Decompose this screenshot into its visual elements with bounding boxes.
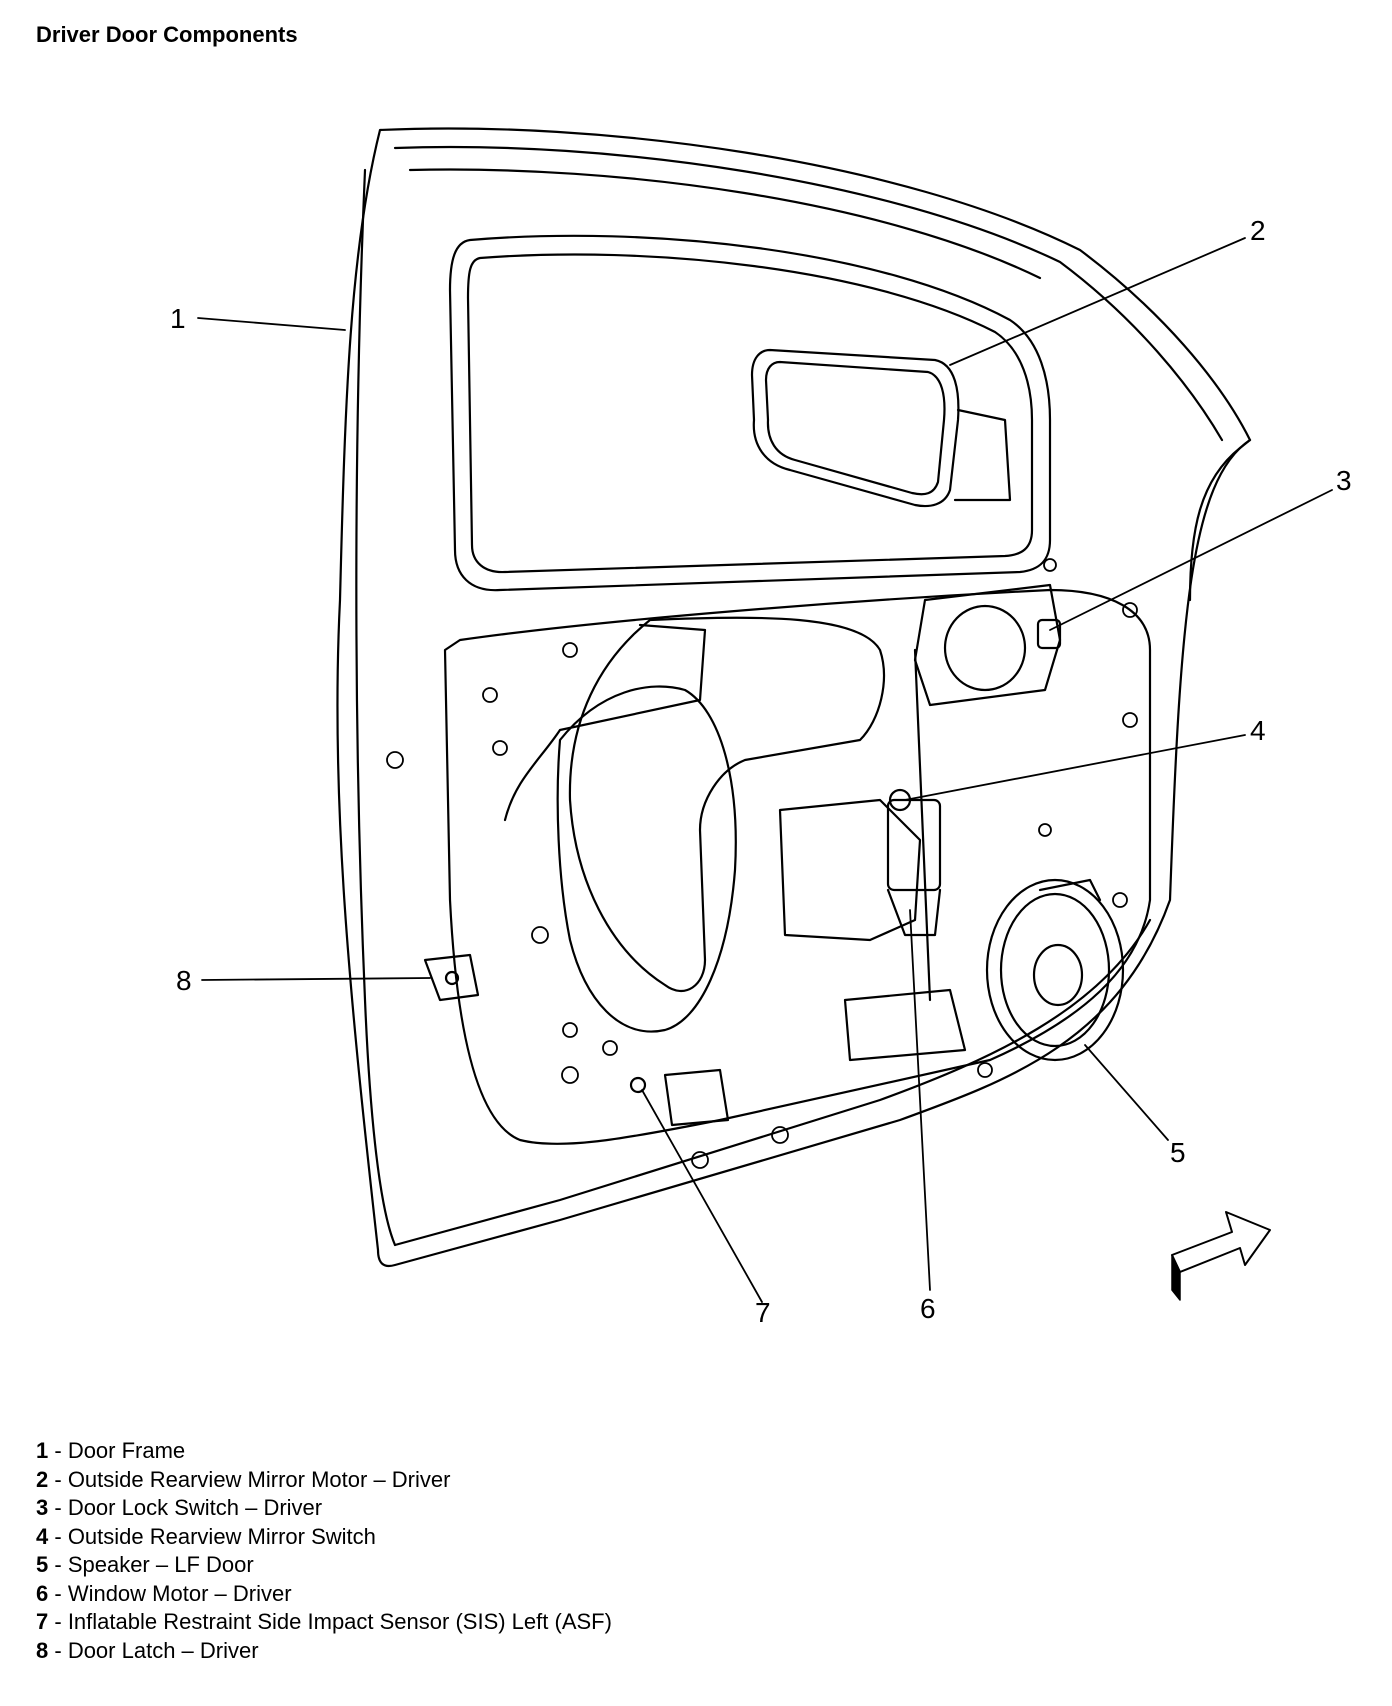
legend-label: Door Latch – Driver xyxy=(67,1637,259,1663)
callout-2: 2 xyxy=(1250,215,1266,246)
callout-numbers: 1 2 3 4 5 6 7 8 xyxy=(170,215,1352,1328)
callout-8: 8 xyxy=(176,965,192,996)
legend-item: 6 - Window Motor – Driver xyxy=(36,1580,612,1609)
legend-label: Outside Rearview Mirror Motor – Driver xyxy=(67,1466,451,1492)
legend-item: 3 - Door Lock Switch – Driver xyxy=(36,1494,612,1523)
legend-separator: - xyxy=(48,1609,68,1634)
door-latch xyxy=(423,953,480,1002)
legend-number: 3 xyxy=(36,1495,49,1520)
callout-6: 6 xyxy=(920,1293,936,1324)
window-opening xyxy=(448,234,1052,592)
door-lock-switch xyxy=(913,583,1062,707)
legend-label: Window Motor – Driver xyxy=(67,1580,292,1606)
legend-separator: - xyxy=(48,1637,68,1663)
legend-item: 5 - Speaker – LF Door xyxy=(36,1551,612,1580)
window-motor xyxy=(886,648,942,1002)
legend-number: 7 xyxy=(36,1609,49,1634)
legend-separator: - xyxy=(48,1438,68,1463)
legend-item: 1 - Door Frame xyxy=(36,1437,612,1466)
legend-item: 8 - Door Latch – Driver xyxy=(36,1637,612,1666)
legend-number: 1 xyxy=(36,1438,49,1463)
legend-separator: - xyxy=(48,1523,68,1549)
legend-label: Speaker – LF Door xyxy=(67,1552,254,1577)
legend-separator: - xyxy=(48,1580,68,1606)
legend-number: 2 xyxy=(36,1466,49,1492)
leader-lines xyxy=(197,237,1333,1303)
legend-number: 6 xyxy=(36,1580,49,1606)
legend-number: 5 xyxy=(36,1552,49,1577)
diagram-title: Driver Door Components xyxy=(36,22,298,47)
callout-7: 7 xyxy=(755,1297,771,1328)
legend-item: 2 - Outside Rearview Mirror Motor – Driv… xyxy=(36,1466,612,1495)
side-impact-sensor xyxy=(629,1068,730,1127)
door-frame-outline xyxy=(336,127,1252,1268)
fasteners xyxy=(386,558,1138,1169)
legend-separator: - xyxy=(48,1495,68,1520)
legend-separator: - xyxy=(48,1466,68,1492)
legend-separator: - xyxy=(48,1552,68,1577)
legend-number: 8 xyxy=(36,1637,49,1663)
component-legend: 1 - Door Frame 2 - Outside Rearview Mirr… xyxy=(36,1437,612,1665)
callout-1: 1 xyxy=(170,303,186,334)
callout-5: 5 xyxy=(1170,1137,1186,1168)
door-diagram: 1 2 3 4 5 6 7 8 xyxy=(170,127,1352,1328)
speaker xyxy=(985,878,1125,1062)
outside-mirror xyxy=(750,348,1012,508)
legend-label: Inflatable Restraint Side Impact Sensor … xyxy=(67,1609,612,1634)
legend-label: Door Lock Switch – Driver xyxy=(67,1495,323,1520)
legend-label: Door Frame xyxy=(67,1438,186,1463)
mirror-switch xyxy=(888,788,912,812)
callout-3: 3 xyxy=(1336,465,1352,496)
legend-number: 4 xyxy=(36,1523,49,1549)
legend-label: Outside Rearview Mirror Switch xyxy=(67,1523,376,1549)
legend-item: 4 - Outside Rearview Mirror Switch xyxy=(36,1523,612,1552)
legend-item: 7 - Inflatable Restraint Side Impact Sen… xyxy=(36,1608,612,1637)
forward-arrow-icon xyxy=(1171,1211,1271,1301)
callout-4: 4 xyxy=(1250,715,1266,746)
inner-door-panel xyxy=(443,588,1152,1146)
